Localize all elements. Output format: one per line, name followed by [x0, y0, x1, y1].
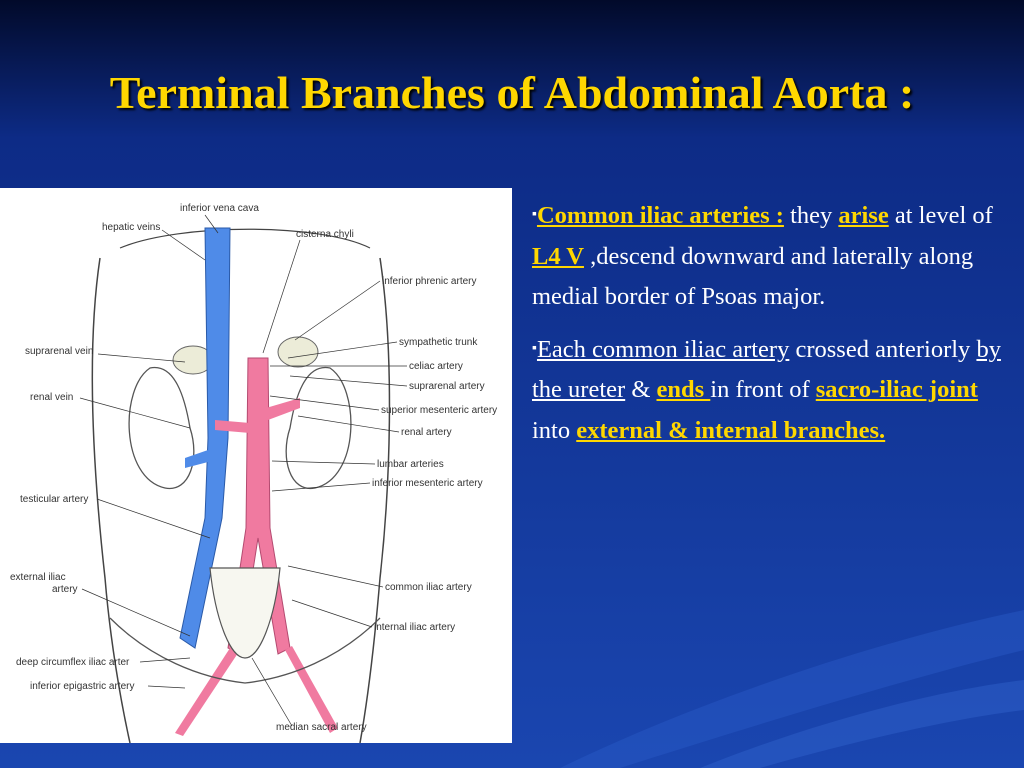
- bullet-list: ▪Common iliac arteries : they arise at l…: [532, 196, 1016, 463]
- label-external-iliac: external iliac: [10, 572, 66, 583]
- term-ends: ends: [656, 376, 711, 403]
- bullet-text: into: [532, 416, 577, 444]
- label-sympathetic-trunk: sympathetic trunk: [399, 337, 478, 348]
- label-inferior-mesenteric-artery: inferior mesenteric artery: [372, 478, 483, 489]
- label-superior-mesenteric-artery: superior mesenteric artery: [381, 405, 497, 416]
- term-each-common-iliac-artery: Each common iliac artery: [536, 335, 790, 363]
- term-by-the-ureter: by the ureter: [532, 335, 1001, 404]
- label-hepatic-veins: hepatic veins: [102, 222, 160, 233]
- bullet-text: ,descend downward and laterally along me…: [532, 242, 974, 311]
- label-celiac-artery: celiac artery: [409, 361, 463, 372]
- label-inferior-vena-cava: inferior vena cava: [180, 203, 259, 214]
- label-median-sacral-artery: median sacral artery: [276, 722, 367, 733]
- bullet-text: at level of: [888, 202, 993, 229]
- label-external-iliac-artery: artery: [52, 584, 78, 595]
- slide-title: Terminal Branches of Abdominal Aorta :: [109, 67, 915, 118]
- square-bullet-icon: ▪: [532, 340, 537, 356]
- term-common-iliac-arteries: Common iliac arteries :: [536, 202, 784, 229]
- label-inferior-phrenic-artery: inferior phrenic artery: [382, 276, 476, 287]
- bullet-text: crossed anteriorly: [789, 335, 977, 363]
- label-renal-artery: renal artery: [401, 427, 452, 438]
- bullet-text: they: [783, 202, 839, 229]
- term-l4-v: L4 V: [532, 242, 584, 270]
- label-lumbar-arteries: lumbar arteries: [377, 459, 444, 470]
- bullet-common-iliac: ▪Common iliac arteries : they arise at l…: [532, 196, 1016, 318]
- label-common-iliac-artery: common iliac artery: [385, 582, 472, 593]
- term-arise: arise: [838, 202, 889, 229]
- label-testicular-artery: testicular artery: [20, 494, 88, 505]
- label-inferior-epigastric-artery: inferior epigastric artery: [30, 681, 134, 692]
- term-external-internal-branches: external & internal branches.: [576, 416, 886, 444]
- label-renal-vein: renal vein: [30, 392, 73, 403]
- term-sacro-iliac-joint: sacro-iliac joint: [815, 376, 978, 403]
- label-internal-iliac-artery: internal iliac artery: [374, 622, 455, 633]
- label-suprarenal-vein: suprarenal vein: [25, 346, 93, 357]
- label-suprarenal-artery: suprarenal artery: [409, 381, 485, 392]
- square-bullet-icon: ▪: [532, 207, 537, 222]
- bullet-text: in front of: [710, 376, 816, 403]
- bullet-crossing: ▪Each common iliac artery crossed anteri…: [532, 330, 1016, 452]
- label-cisterna-chyli: cisterna chyli: [296, 229, 354, 240]
- anatomy-drawing: inferior vena cava hepatic veins cistern…: [10, 203, 497, 743]
- bullet-text: &: [625, 376, 657, 403]
- label-deep-circumflex-iliac-artery: deep circumflex iliac arter: [16, 657, 130, 668]
- anatomy-diagram: inferior vena cava hepatic veins cistern…: [0, 188, 512, 743]
